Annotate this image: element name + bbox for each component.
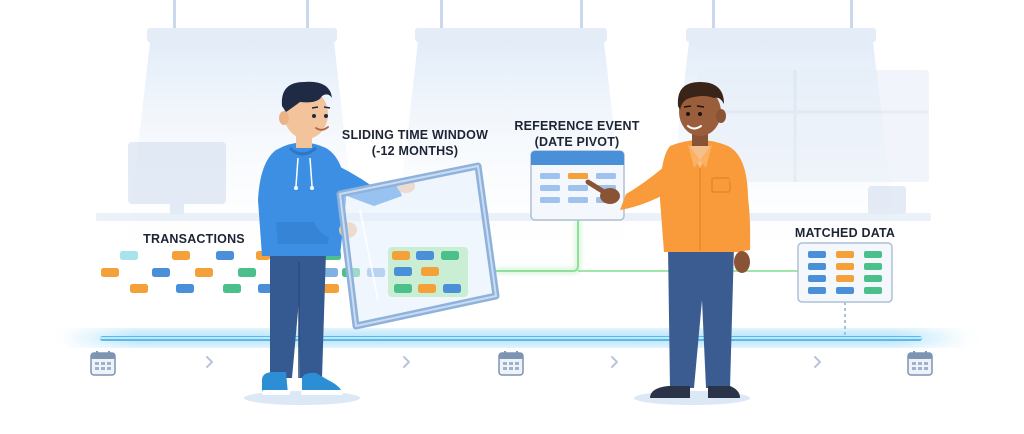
calendar-icon <box>498 351 524 376</box>
matched-data-label: MATCHED DATA <box>794 226 896 240</box>
sliding-window-label-line1: SLIDING TIME WINDOW <box>341 128 489 142</box>
reference-event-panel <box>530 150 625 221</box>
reference-event-label-line2: (DATE PIVOT) <box>534 135 620 149</box>
reference-event-label: REFERENCE EVENT (DATE PIVOT) <box>506 118 648 150</box>
timeline <box>60 330 970 346</box>
calendar-icon <box>90 351 116 376</box>
chevron-right-icon <box>611 356 618 368</box>
matched-data-panel <box>797 242 893 303</box>
chevron-right-icon <box>814 356 821 368</box>
chevron-right-icon <box>206 356 213 368</box>
sliding-window-label-line2: (-12 MONTHS) <box>371 144 459 158</box>
sliding-window-label: SLIDING TIME WINDOW (-12 MONTHS) <box>330 127 500 159</box>
sliding-window-frame <box>336 162 500 330</box>
calendar-icon <box>907 351 933 376</box>
reference-event-label-line1: REFERENCE EVENT <box>514 119 640 133</box>
chevron-right-icon <box>403 356 410 368</box>
transactions-label: TRANSACTIONS <box>143 232 245 246</box>
person-right <box>585 82 751 398</box>
